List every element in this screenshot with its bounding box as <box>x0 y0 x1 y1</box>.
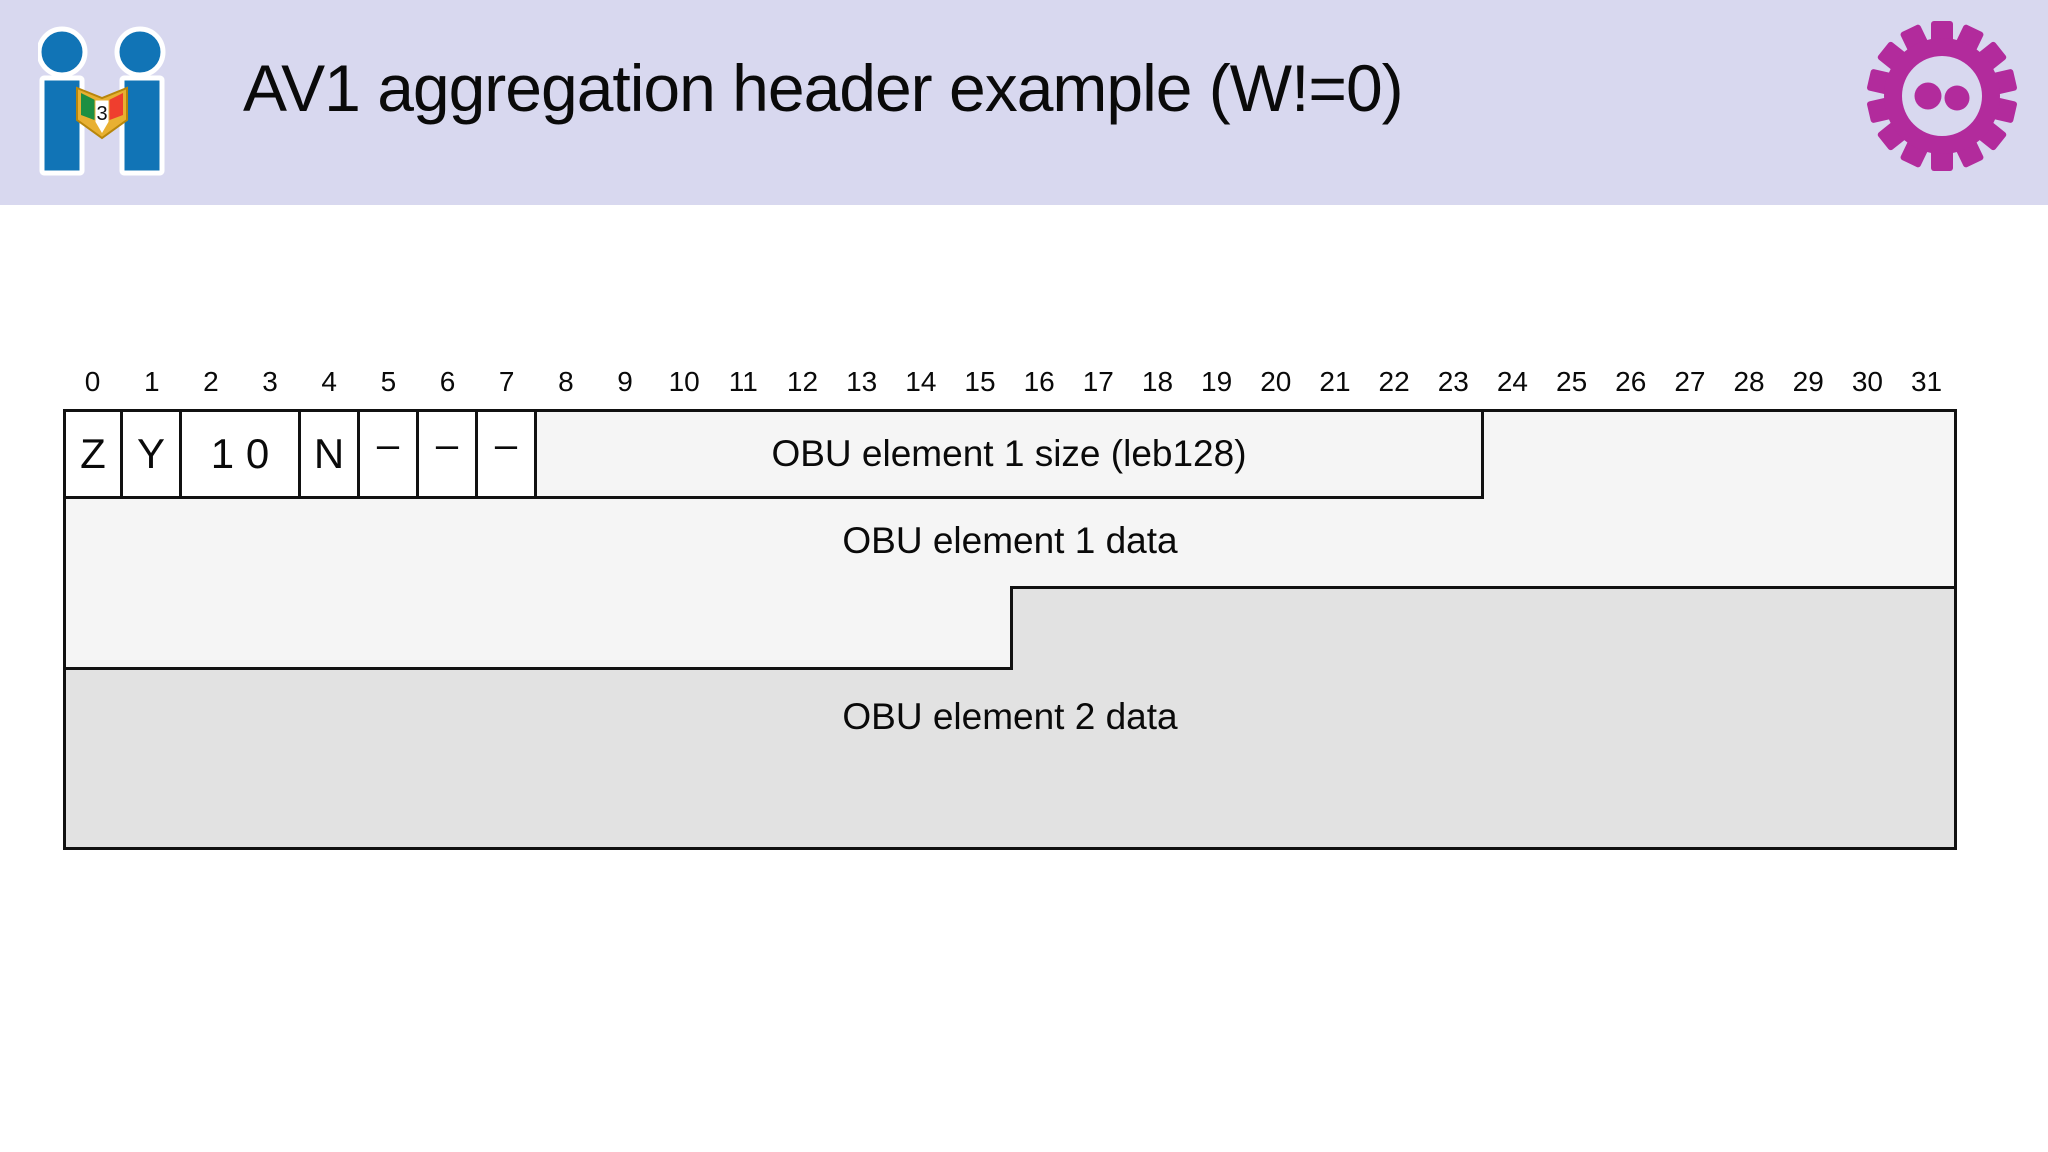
field-n: N <box>301 412 360 499</box>
packet-diagram: OBU element 1 data OBU element 2 data Z … <box>63 409 1957 850</box>
bit-label: 28 <box>1733 366 1765 397</box>
gear-icon <box>1867 21 2017 171</box>
bit-label: 1 <box>143 366 160 397</box>
bit-label: 29 <box>1792 366 1824 397</box>
field-w: 1 0 <box>182 412 301 499</box>
bit-label: 23 <box>1437 366 1469 397</box>
bit-label: 26 <box>1615 366 1647 397</box>
meeting-logo-icon: 3 <box>38 26 166 176</box>
obu-element-2-region-lower <box>66 670 1954 847</box>
bit-label: 6 <box>439 366 456 397</box>
obu-element-2-region-upper <box>1010 586 1954 670</box>
bit-label: 11 <box>728 366 758 397</box>
bit-label: 30 <box>1851 366 1883 397</box>
bit-label: 31 <box>1910 366 1943 397</box>
bit-label: 25 <box>1556 366 1588 397</box>
bit-label: 0 <box>84 366 101 397</box>
page-title: AV1 aggregation header example (W!=0) <box>243 51 1404 125</box>
bit-label: 16 <box>1023 366 1055 397</box>
field-reserved-1: – <box>360 412 419 499</box>
bit-label: 3 <box>262 366 278 397</box>
bit-label: 22 <box>1378 366 1410 397</box>
staircase-border <box>66 667 1013 670</box>
bit-label: 19 <box>1201 366 1233 397</box>
logo-badge-number: 3 <box>96 103 107 125</box>
field-y: Y <box>123 412 182 499</box>
bit-label: 17 <box>1082 366 1114 397</box>
bit-label: 18 <box>1141 366 1174 397</box>
bit-label: 13 <box>846 366 878 397</box>
bit-label: 9 <box>617 366 633 397</box>
bit-label: 14 <box>905 366 937 397</box>
field-obu-element-1-size: OBU element 1 size (leb128) <box>537 412 1484 499</box>
bit-label: 2 <box>203 366 219 397</box>
bit-label: 21 <box>1319 366 1351 397</box>
bit-label: 7 <box>498 366 515 397</box>
field-reserved-2: – <box>419 412 478 499</box>
bit-label: 27 <box>1674 366 1706 397</box>
book-badge-icon: 3 <box>76 86 128 140</box>
field-reserved-3: – <box>478 412 537 499</box>
header-band: 3 AV1 aggregation header example (W!=0) <box>0 0 2048 205</box>
bit-label: 24 <box>1496 366 1528 397</box>
bit-label: 5 <box>380 366 397 397</box>
bit-label: 20 <box>1260 366 1292 397</box>
aggregation-header-row: Z Y 1 0 N – – – OBU element 1 size (leb1… <box>66 412 1484 499</box>
bit-label: 10 <box>668 366 700 397</box>
bit-label: 15 <box>964 366 996 397</box>
bit-label: 4 <box>321 366 337 397</box>
field-z: Z <box>66 412 123 499</box>
bit-label: 12 <box>786 366 819 397</box>
bit-label: 8 <box>558 366 574 397</box>
